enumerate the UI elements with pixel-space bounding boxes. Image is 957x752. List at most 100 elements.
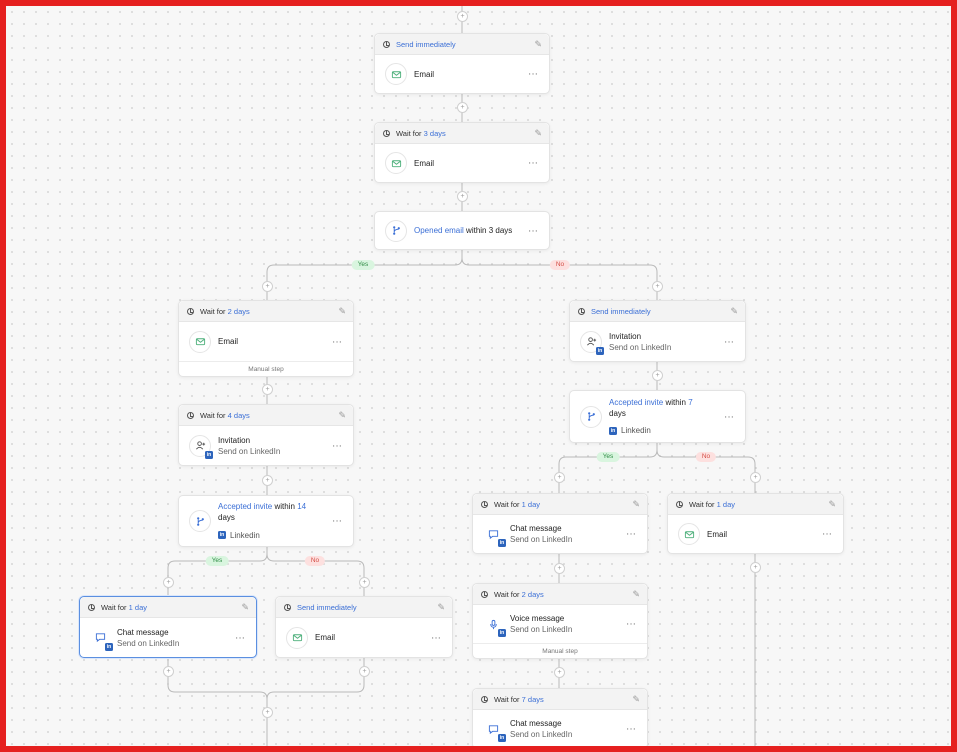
- add-step-button[interactable]: +: [750, 472, 761, 483]
- step-send-immediately-email[interactable]: Send immediately✎ Email ···: [374, 33, 550, 94]
- add-user-icon: in: [580, 330, 604, 355]
- clock-icon: [187, 411, 194, 419]
- more-options-button[interactable]: ···: [528, 157, 538, 169]
- more-options-button[interactable]: ···: [528, 68, 538, 80]
- condition-opened-email[interactable]: Opened email within 3 days ···: [374, 211, 550, 250]
- step-title: Email: [414, 158, 435, 168]
- edit-icon[interactable]: ✎: [632, 499, 640, 509]
- more-options-button[interactable]: ···: [332, 336, 342, 347]
- edit-icon[interactable]: ✎: [534, 128, 542, 138]
- step-wait-email[interactable]: Wait for 1 day✎ Email ···: [667, 493, 844, 554]
- more-options-button[interactable]: ···: [724, 336, 734, 347]
- yes-branch-badge: Yes: [596, 452, 620, 462]
- add-step-button[interactable]: +: [750, 562, 761, 573]
- more-options-button[interactable]: ···: [626, 618, 636, 630]
- wait-duration[interactable]: 1 day: [521, 499, 541, 509]
- add-step-button[interactable]: +: [457, 102, 468, 113]
- branch-icon: [580, 405, 602, 428]
- edit-icon[interactable]: ✎: [338, 410, 346, 420]
- add-step-button[interactable]: +: [262, 475, 273, 486]
- condition-link[interactable]: Opened email: [414, 226, 464, 235]
- linkedin-tag: in Linkedin: [218, 531, 260, 540]
- add-step-button[interactable]: +: [163, 577, 174, 588]
- wait-duration[interactable]: 4 days: [227, 410, 250, 420]
- manual-step-label: Manual step: [179, 361, 353, 376]
- yes-branch-badge: Yes: [205, 556, 229, 566]
- email-icon: [189, 330, 211, 353]
- email-icon: [286, 626, 308, 649]
- add-step-button[interactable]: +: [652, 370, 663, 381]
- step-title: Email: [707, 529, 728, 539]
- step-wait-email[interactable]: Wait for 3 days✎ Email ···: [374, 122, 550, 183]
- wait-duration[interactable]: 2 days: [521, 589, 544, 599]
- wait-duration[interactable]: 1 day: [128, 602, 148, 612]
- step-send-immediately-email[interactable]: Send immediately✎ Email ···: [275, 596, 453, 658]
- edit-icon[interactable]: ✎: [437, 602, 445, 612]
- more-options-button[interactable]: ···: [235, 632, 245, 643]
- condition-value[interactable]: 7: [688, 397, 693, 407]
- wait-duration[interactable]: 1 day: [716, 499, 736, 509]
- add-step-button[interactable]: +: [554, 563, 565, 574]
- condition-link[interactable]: Accepted invite: [609, 397, 664, 407]
- edit-icon[interactable]: ✎: [632, 694, 640, 704]
- wait-duration[interactable]: 2 days: [227, 306, 250, 316]
- add-step-button[interactable]: +: [359, 577, 370, 588]
- condition-value[interactable]: 14: [297, 502, 307, 511]
- step-title: Email: [414, 69, 435, 79]
- add-step-button[interactable]: +: [554, 472, 565, 483]
- linkedin-icon: in: [218, 531, 226, 539]
- add-step-button[interactable]: +: [652, 281, 663, 292]
- step-title: Chat message: [510, 524, 562, 533]
- clock-icon: [481, 695, 488, 703]
- edit-icon[interactable]: ✎: [632, 589, 640, 599]
- more-options-button[interactable]: ···: [332, 440, 342, 451]
- clock-icon: [383, 129, 390, 137]
- more-options-button[interactable]: ···: [626, 723, 636, 735]
- linkedin-label: Linkedin: [230, 530, 260, 540]
- add-step-button[interactable]: +: [262, 384, 273, 395]
- more-options-button[interactable]: ···: [724, 411, 734, 422]
- no-branch-badge: No: [695, 452, 717, 462]
- add-step-button[interactable]: +: [359, 666, 370, 677]
- chat-icon: in: [90, 627, 113, 651]
- more-options-button[interactable]: ···: [431, 632, 441, 643]
- step-title: Chat message: [117, 627, 169, 637]
- wait-label: Wait for: [101, 602, 127, 612]
- edit-icon[interactable]: ✎: [241, 602, 249, 612]
- condition-suffix: within 3 days: [466, 226, 513, 235]
- step-title: Invitation: [609, 331, 642, 341]
- step-wait-email-manual[interactable]: Wait for 2 days✎ Email ··· Manual step: [178, 300, 354, 377]
- more-options-button[interactable]: ···: [332, 515, 342, 527]
- more-options-button[interactable]: ···: [822, 528, 832, 540]
- add-user-icon: in: [189, 434, 213, 459]
- add-step-button[interactable]: +: [262, 707, 273, 718]
- edit-icon[interactable]: ✎: [828, 499, 836, 509]
- add-step-button[interactable]: +: [457, 191, 468, 202]
- condition-link[interactable]: Accepted invite: [218, 502, 273, 511]
- no-branch-badge: No: [304, 556, 326, 566]
- more-options-button[interactable]: ···: [528, 225, 538, 236]
- add-step-button[interactable]: +: [262, 281, 273, 292]
- wait-label: Wait for: [200, 410, 226, 420]
- more-options-button[interactable]: ···: [626, 528, 636, 540]
- branch-icon: [189, 510, 211, 532]
- microphone-icon: in: [483, 614, 506, 637]
- wait-duration[interactable]: 7 days: [521, 694, 544, 704]
- edit-icon[interactable]: ✎: [534, 39, 542, 49]
- add-step-button[interactable]: +: [163, 666, 174, 677]
- edit-icon[interactable]: ✎: [730, 306, 738, 316]
- edit-icon[interactable]: ✎: [338, 306, 346, 316]
- wait-duration[interactable]: 3 days: [423, 128, 446, 138]
- add-step-button[interactable]: +: [457, 11, 468, 22]
- linkedin-label: Linkedin: [621, 426, 651, 435]
- add-step-button[interactable]: +: [554, 667, 565, 678]
